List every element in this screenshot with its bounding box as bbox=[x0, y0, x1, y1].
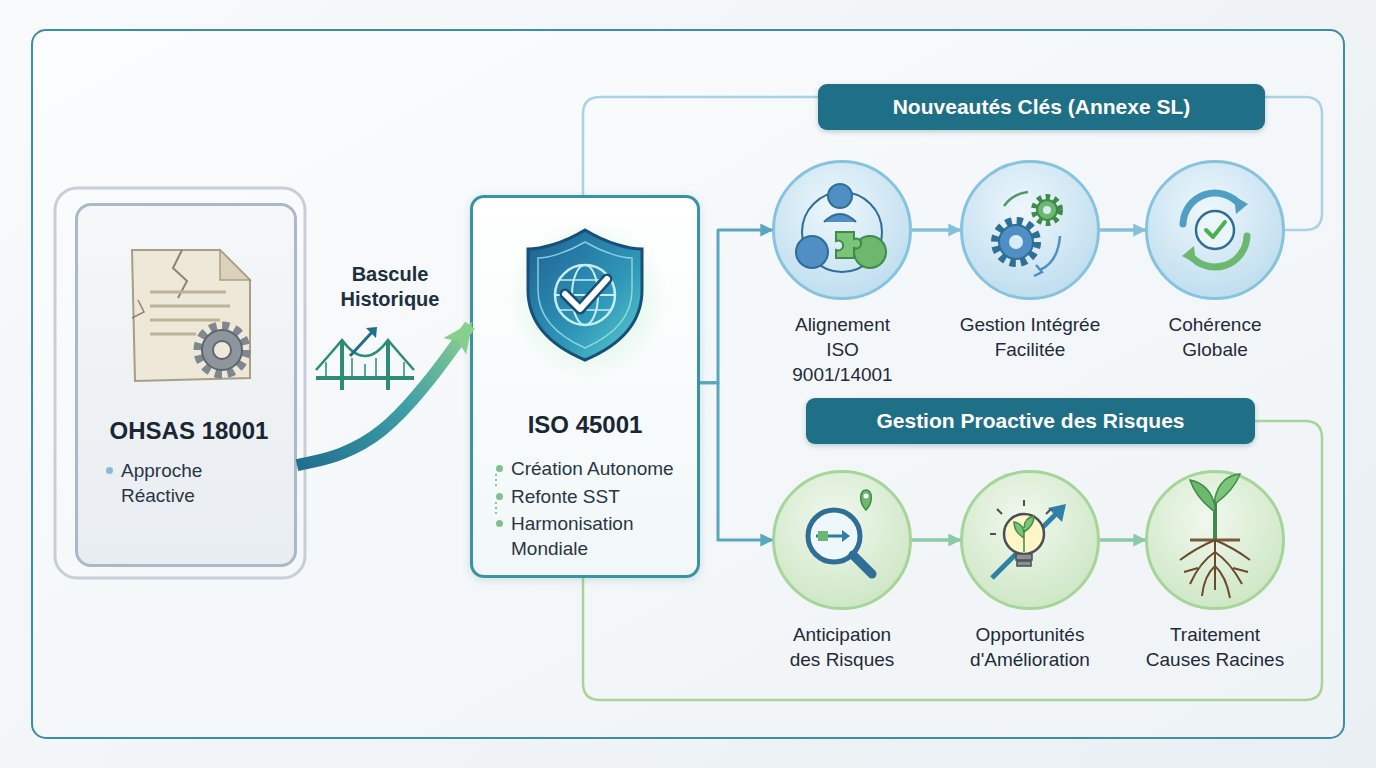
box-title: ISO 45001 bbox=[473, 410, 697, 440]
feature-circle: Cohérence Globale bbox=[1145, 160, 1285, 300]
flow-arrow bbox=[1100, 228, 1145, 232]
circle-shape bbox=[1145, 470, 1285, 610]
transition-arrow bbox=[297, 325, 470, 465]
bridge-icon bbox=[316, 327, 414, 390]
feature-circle: Opportunités d'Amélioration bbox=[960, 470, 1100, 610]
circle-shape bbox=[772, 160, 912, 300]
circle-outline bbox=[774, 162, 911, 299]
section-header: Nouveautés Clés (Annexe SL) bbox=[818, 84, 1265, 130]
circle-shape bbox=[960, 470, 1100, 610]
circle-outline bbox=[962, 162, 1099, 299]
circle-caption: Gestion Intégrée Facilitée bbox=[940, 312, 1120, 362]
circle-caption: Traitement Causes Racines bbox=[1140, 622, 1290, 672]
flow-arrow bbox=[912, 228, 960, 232]
circle-outline bbox=[1147, 472, 1284, 609]
new-standard-box: ISO 45001Création AutonomeRefonte SSTHar… bbox=[470, 195, 700, 578]
bullet-dot bbox=[106, 467, 113, 474]
circle-caption: Opportunités d'Amélioration bbox=[955, 622, 1105, 672]
circle-outline bbox=[774, 472, 911, 609]
circle-shape bbox=[1145, 160, 1285, 300]
feature-circle: Traitement Causes Racines bbox=[1145, 470, 1285, 610]
legacy-frame bbox=[55, 188, 305, 578]
circle-shape bbox=[772, 470, 912, 610]
branch-arrow bbox=[700, 383, 772, 540]
circle-outline bbox=[962, 472, 1099, 609]
branch-arrow bbox=[700, 230, 772, 383]
circle-caption: Cohérence Globale bbox=[1160, 312, 1270, 362]
circle-caption: Alignement ISO 9001/14001 bbox=[777, 312, 908, 387]
bullet-text: Approche Réactive bbox=[121, 458, 231, 508]
bridge-icon bbox=[366, 327, 377, 338]
circle-outline bbox=[1147, 162, 1284, 299]
bridge-icon bbox=[316, 376, 414, 380]
bridge-icon bbox=[386, 340, 390, 390]
flow-arrow bbox=[1100, 538, 1145, 542]
bullet-text: Création Autonome bbox=[511, 456, 691, 481]
bullet-dot bbox=[496, 520, 503, 527]
box-title: OHSAS 18001 bbox=[78, 416, 300, 446]
feature-circle: Alignement ISO 9001/14001 bbox=[772, 160, 912, 300]
bullet-dot bbox=[496, 465, 503, 472]
bullet-text: Harmonisation Mondiale bbox=[511, 511, 661, 561]
bridge-icon bbox=[316, 340, 414, 370]
header-text: Nouveautés Clés (Annexe SL) bbox=[818, 84, 1265, 130]
feature-circle: Anticipation des Risques bbox=[772, 470, 912, 610]
section-header: Gestion Proactive des Risques bbox=[806, 398, 1255, 444]
bridge-icon bbox=[340, 340, 344, 390]
bridge-icon bbox=[326, 358, 404, 378]
edge-label: Bascule Historique bbox=[335, 262, 445, 312]
outer-frame bbox=[32, 30, 1344, 738]
legacy-standard-box: OHSAS 18001Approche Réactive bbox=[75, 203, 297, 567]
circle-shape bbox=[960, 160, 1100, 300]
circle-caption: Anticipation des Risques bbox=[779, 622, 905, 672]
flow-arrow bbox=[912, 538, 960, 542]
bullet-text: Refonte SST bbox=[511, 484, 691, 509]
header-text: Gestion Proactive des Risques bbox=[806, 398, 1255, 444]
feature-circle: Gestion Intégrée Facilitée bbox=[960, 160, 1100, 300]
bridge-icon bbox=[350, 330, 374, 356]
bullet-dot bbox=[496, 493, 503, 500]
